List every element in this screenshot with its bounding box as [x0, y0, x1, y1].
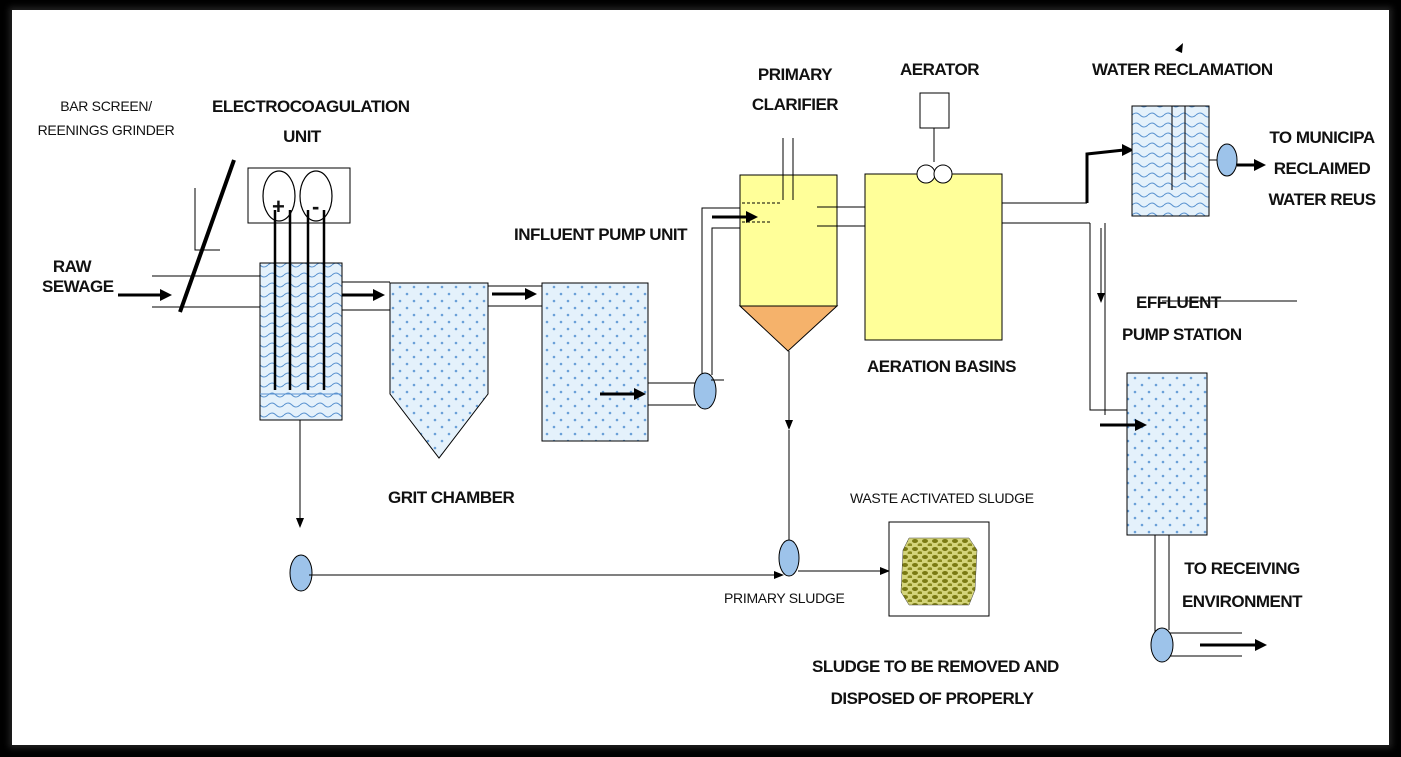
effluent-line2: PUMP STATION: [1122, 325, 1242, 344]
inlet-pipe: [152, 275, 260, 308]
aeration-basin: [864, 92, 1003, 341]
waste-activated-sludge-box: [888, 521, 990, 617]
ec-line2: UNIT: [283, 127, 321, 146]
minus-electrode-label: -: [312, 194, 319, 219]
effluent-pump-station: [1126, 372, 1208, 536]
bar-screen: [178, 159, 236, 313]
municipal-line1: TO MUNICIPA: [1269, 128, 1375, 147]
bar-screen-line1: BAR SCREEN/: [60, 98, 152, 114]
diagram-canvas: RAW SEWAGE BAR SCREEN/ REENINGS GRINDER …: [12, 10, 1389, 745]
pipe-grit-to-influent: [488, 285, 542, 307]
aeration-basins-label: AERATION BASINS: [867, 357, 1016, 376]
aerator-label: AERATOR: [900, 60, 980, 79]
primary-clarifier: [712, 138, 839, 352]
pipe-ec-to-grit: [342, 281, 390, 311]
raw-sewage-line1: RAW: [52, 257, 92, 276]
sludge-disposal-label: SLUDGE TO BE REMOVED AND DISPOSED OF PRO…: [812, 651, 1059, 715]
effluent-pump-label: EFFLUENT PUMP STATION: [1122, 287, 1242, 351]
ec-sludge-line: [289, 420, 784, 592]
raw-sewage-arrow: [118, 289, 172, 301]
influent-pump-label: INFLUENT PUMP UNIT: [514, 225, 687, 244]
sludge-disposal-line1: SLUDGE TO BE REMOVED AND: [812, 657, 1059, 676]
bar-screen-line2: REENINGS GRINDER: [37, 122, 175, 138]
influent-pump-tank: [541, 282, 649, 442]
municipal-line3: WATER REUS: [1268, 190, 1376, 209]
waste-activated-sludge-label: WASTE ACTIVATED SLUDGE: [850, 490, 1034, 506]
effluent-line1: EFFLUENT: [1136, 293, 1221, 312]
reclamation-pump-icon: [1209, 143, 1266, 177]
clarifier-line2: CLARIFIER: [751, 95, 839, 114]
grit-chamber: [389, 282, 489, 459]
water-reclamation-label: WATER RECLAMATION: [1092, 60, 1273, 79]
bar-screen-label: BAR SCREEN/ REENINGS GRINDER: [36, 94, 176, 142]
to-receiving-label: TO RECEIVING ENVIRONMENT: [1177, 552, 1307, 618]
effluent-outlet-pipe: [1150, 535, 1267, 663]
ec-line1: ELECTROCOAGULATION: [212, 97, 410, 116]
to-municipal-label: TO MUNICIPA RECLAIMED WATER REUS: [1267, 122, 1377, 215]
raw-sewage-label: RAW SEWAGE: [42, 257, 114, 297]
influent-inner-arrow: [600, 388, 646, 400]
primary-clarifier-label: PRIMARY CLARIFIER: [740, 60, 850, 120]
pipe-clarifier-to-aeration: [817, 206, 865, 227]
primary-sludge-label: PRIMARY SLUDGE: [724, 590, 845, 606]
receiving-line1: TO RECEIVING: [1184, 559, 1300, 578]
plus-electrode-label: +: [272, 194, 285, 219]
process-flow-diagram: [118, 43, 1297, 663]
clarifier-line1: PRIMARY: [757, 65, 833, 84]
raw-sewage-line2: SEWAGE: [42, 277, 114, 296]
pipe-influent-to-clarifier: [648, 207, 742, 406]
electrocoagulation-label: ELECTROCOAGULATION UNIT: [212, 92, 410, 152]
municipal-line2: RECLAIMED: [1273, 159, 1371, 178]
grit-chamber-label: GRIT CHAMBER: [388, 488, 515, 507]
influent-pump-icon: [693, 372, 724, 410]
pipe-aeration-outlet: [1002, 144, 1134, 415]
receiving-line2: ENVIRONMENT: [1181, 592, 1303, 611]
water-reclamation-tank: [1131, 43, 1210, 217]
sludge-disposal-line2: DISPOSED OF PROPERLY: [830, 689, 1034, 708]
clarifier-sludge-line: [778, 351, 890, 577]
effluent-inlet-arrow: [1100, 419, 1147, 431]
electrocoagulation-unit: [247, 167, 351, 421]
